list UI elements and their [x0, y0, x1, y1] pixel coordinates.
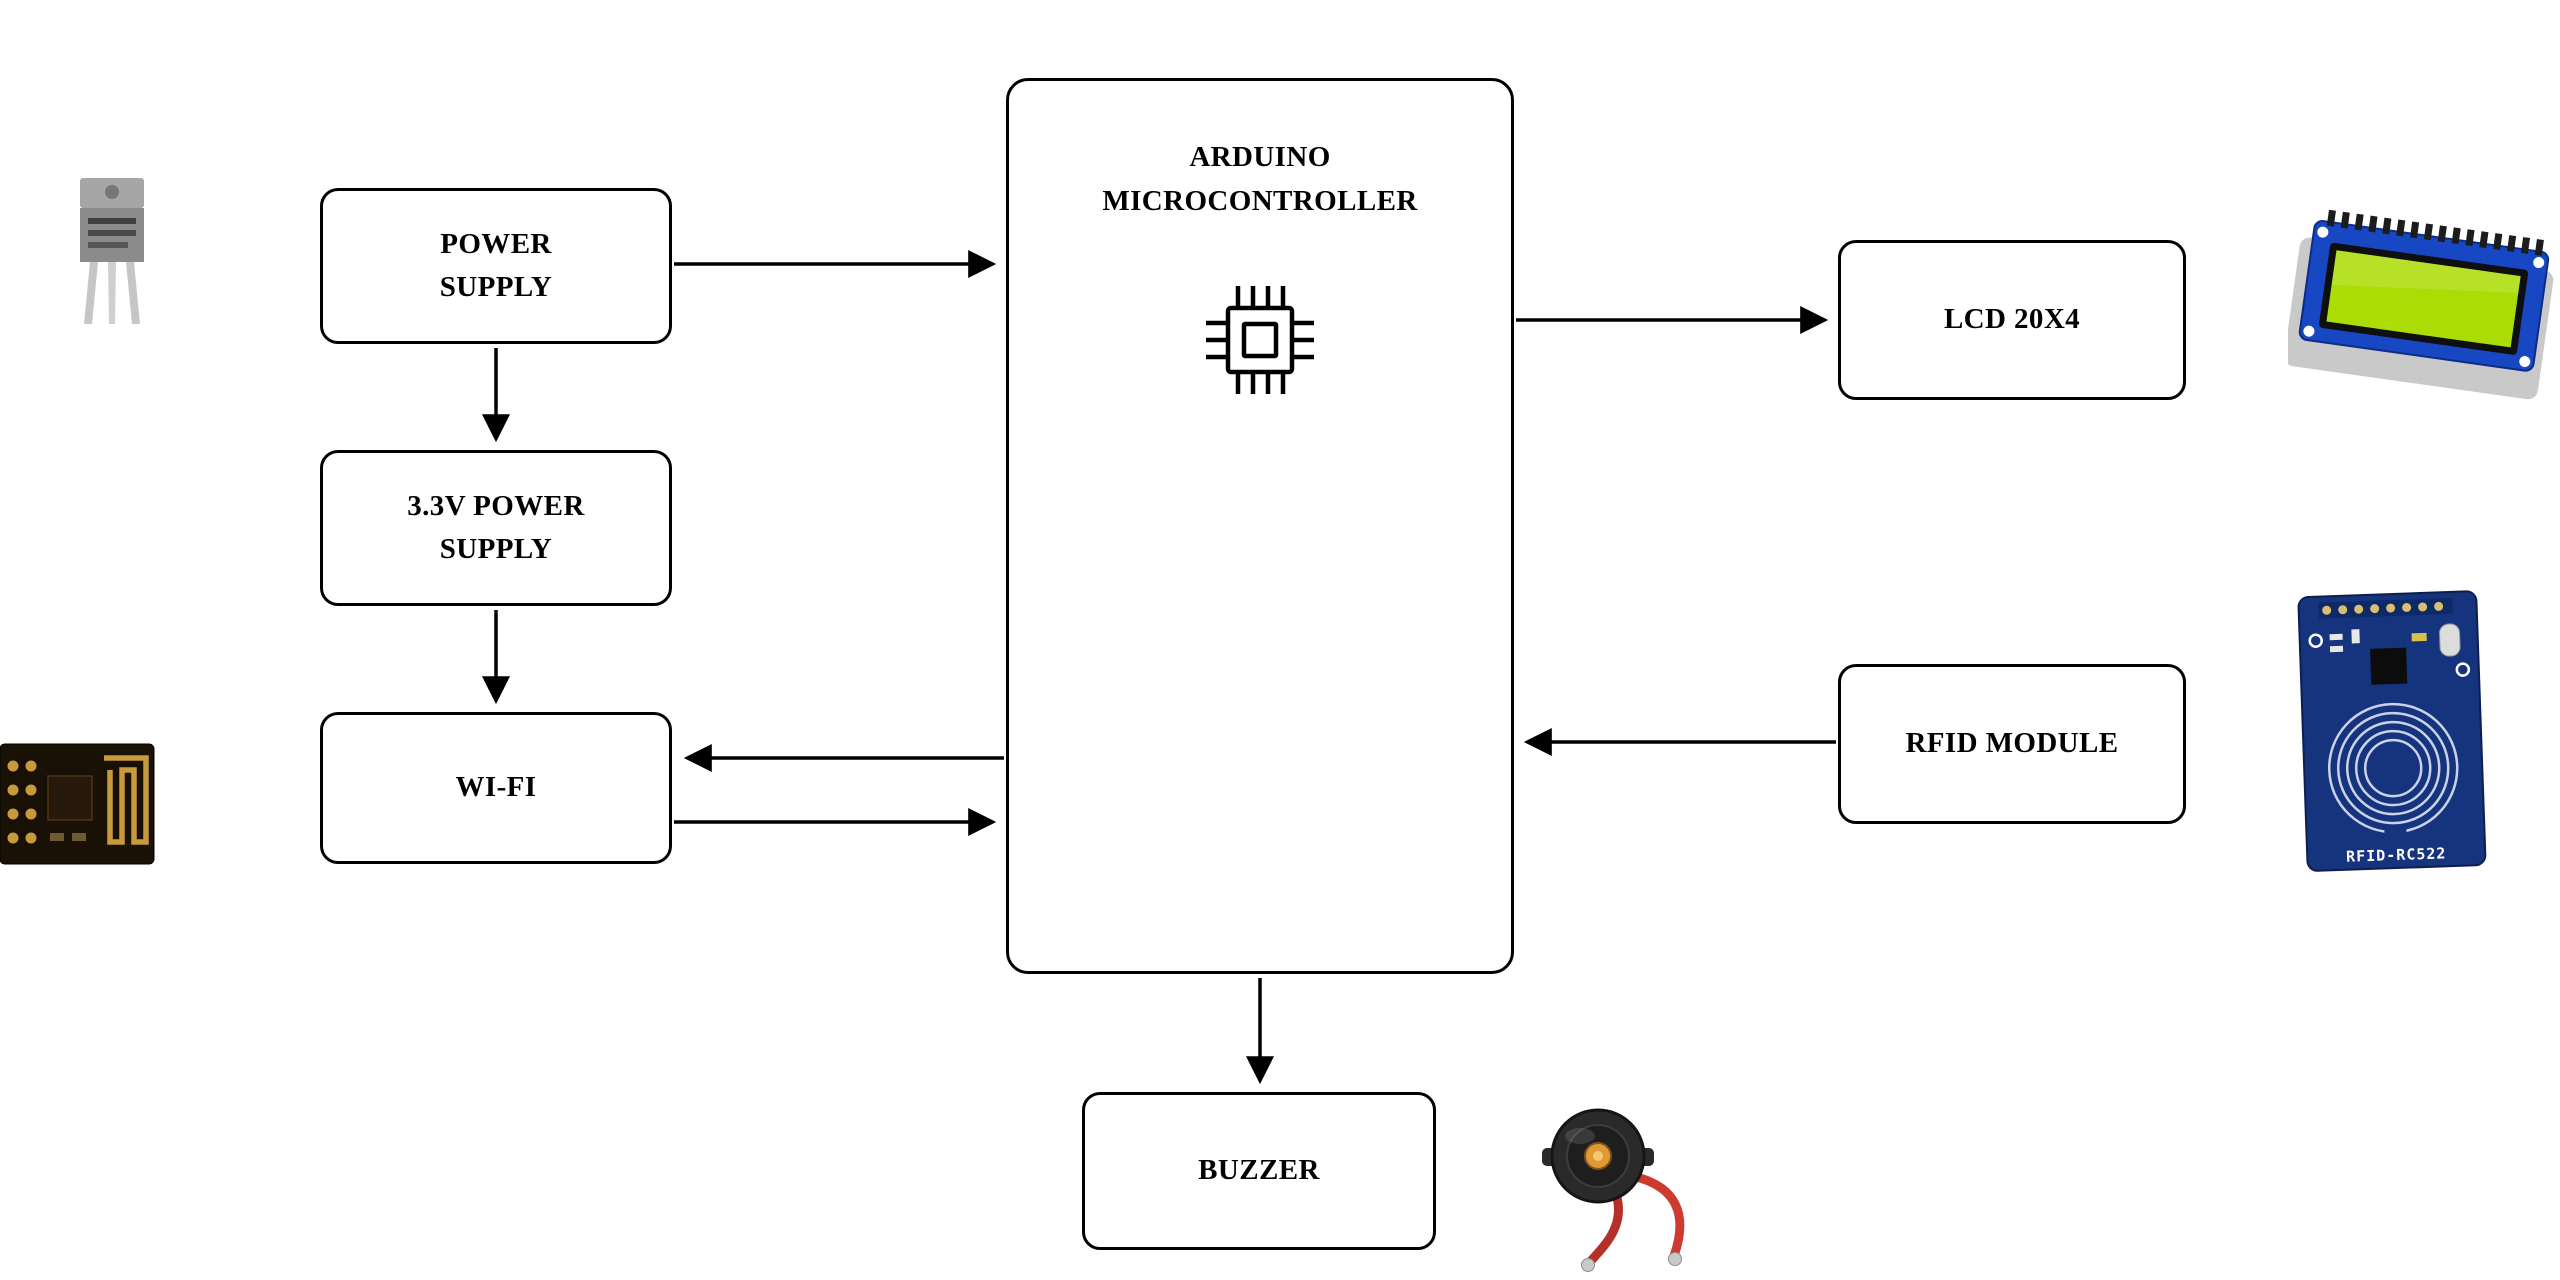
node-wifi: WI-FI: [320, 712, 672, 864]
node-rfid: RFID MODULE: [1838, 664, 2186, 824]
node-buzzer: BUZZER: [1082, 1092, 1436, 1250]
esp8266-drawing: [0, 743, 155, 865]
node-arduino-microcontroller: ARDUINO MICROCONTROLLER: [1006, 78, 1514, 974]
rfid-module-silkscreen-text: RFID-RC522: [2346, 844, 2447, 865]
microcontroller-chip-icon: [1206, 286, 1314, 394]
node-3v3-power-supply: 3.3V POWER SUPPLY: [320, 450, 672, 606]
voltage-regulator-image: [62, 172, 162, 337]
node-wifi-label: WI-FI: [455, 771, 537, 804]
arduino-node-content: ARDUINO MICROCONTROLLER: [1009, 136, 1511, 415]
esp8266-wifi-module-image: [0, 738, 160, 870]
node-3v3-power-supply-label: 3.3V POWER SUPPLY: [407, 489, 585, 566]
node-buzzer-label: BUZZER: [1198, 1154, 1320, 1187]
rfid-module-drawing: RFID-RC522: [2297, 590, 2487, 872]
node-lcd: LCD 20X4: [1838, 240, 2186, 400]
node-power-supply-label: POWER SUPPLY: [439, 227, 553, 304]
node-rfid-label: RFID MODULE: [1905, 727, 2119, 760]
voltage-regulator-drawing: [80, 178, 144, 324]
node-lcd-label: LCD 20X4: [1943, 303, 2081, 336]
buzzer-drawing: [1542, 1108, 1685, 1272]
lcd-module-drawing: [2284, 209, 2554, 400]
lcd-module-image: [2284, 209, 2560, 410]
node-arduino-label: ARDUINO MICROCONTROLLER: [1102, 141, 1418, 217]
buzzer-image: [1528, 1098, 1708, 1280]
node-power-supply: POWER SUPPLY: [320, 188, 672, 344]
rfid-rc522-module-image: RFID-RC522: [2295, 588, 2495, 878]
